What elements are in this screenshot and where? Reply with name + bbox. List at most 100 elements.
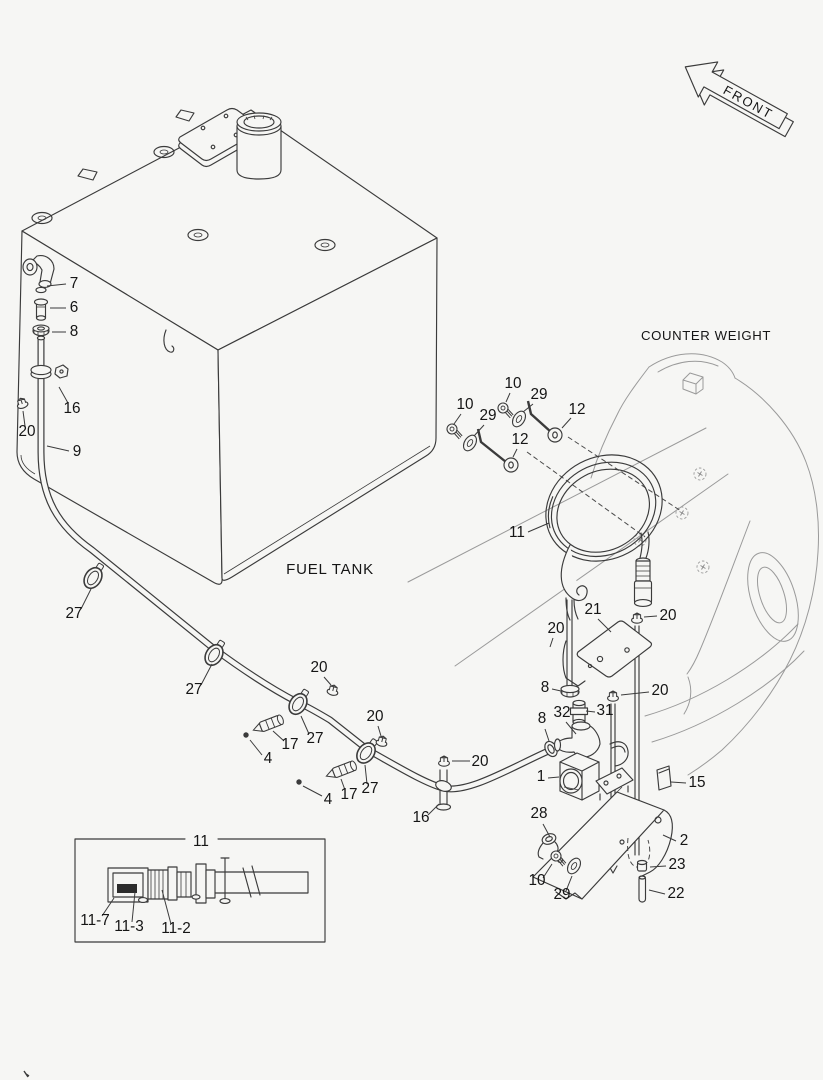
- callout-leader-11-7: [101, 897, 115, 917]
- callout-leader-11-2: [161, 889, 172, 925]
- tank-filler-neck: [236, 112, 282, 180]
- callout-12: 12: [511, 431, 528, 448]
- callout-leader-27: [300, 715, 310, 735]
- elbow-32: [553, 721, 601, 758]
- callout-leader-2: [662, 834, 677, 842]
- callout-leader-4: [249, 739, 263, 756]
- nozzle-window: [117, 884, 137, 893]
- callout-29: 29: [479, 407, 496, 424]
- callout-leader-15: [670, 781, 687, 784]
- counterweight-block: [682, 372, 704, 395]
- callout-17: 17: [281, 736, 298, 753]
- callout-11-3: 11-3: [114, 918, 143, 935]
- callout-11: 11: [193, 833, 209, 850]
- bracket-2: [532, 786, 673, 900]
- callout-9: 9: [73, 443, 82, 460]
- pump-1: [559, 752, 600, 801]
- callout-leader-29: [473, 424, 485, 437]
- callout-leader-32: [565, 721, 577, 735]
- callout-27: 27: [185, 681, 202, 698]
- callout-20: 20: [659, 607, 676, 624]
- plate-21: [562, 620, 653, 687]
- counter-weight-caption: COUNTER WEIGHT: [641, 328, 771, 343]
- callout-27: 27: [65, 605, 82, 622]
- callout-leader-9: [46, 445, 70, 452]
- callout-leader-20: [377, 725, 382, 737]
- bolt-20: [631, 612, 643, 624]
- callout-20: 20: [471, 753, 488, 770]
- callout-leader-10: [542, 863, 553, 879]
- callout-leader-31: [585, 710, 596, 713]
- bracket-15: [656, 765, 672, 791]
- callout-11-7: 11-7: [80, 912, 109, 929]
- detail-box-border: [74, 838, 326, 943]
- callout-15: 15: [688, 774, 705, 791]
- hook-12: [476, 428, 507, 463]
- callout-leader-27: [200, 663, 213, 686]
- seal-ring-7: [35, 286, 47, 294]
- hook-12: [526, 400, 552, 433]
- spacer-23: [636, 859, 648, 872]
- callout-8: 8: [538, 710, 547, 727]
- callout-leader-12: [512, 448, 518, 458]
- callout-2: 2: [680, 832, 689, 849]
- callout-20: 20: [310, 659, 327, 676]
- coiled-hose-11: [445, 400, 663, 621]
- callout-leader-17: [272, 730, 285, 742]
- callout-leader-4: [302, 785, 323, 797]
- callout-leader-29: [565, 875, 573, 892]
- tube-9-open-end: [36, 335, 46, 341]
- tank-top-caps: [31, 145, 336, 252]
- callout-22: 22: [667, 885, 684, 902]
- hook-12-disc: [503, 457, 519, 473]
- plug-4: [296, 779, 302, 785]
- nut-8: [560, 684, 580, 698]
- callout-4: 4: [324, 791, 333, 808]
- callout-leader-20: [643, 615, 658, 618]
- callout-12: 12: [568, 401, 585, 418]
- nut-8-tank: [32, 324, 50, 337]
- callout-29: 29: [530, 386, 547, 403]
- callout-27: 27: [361, 780, 378, 797]
- nozzle-detail-drawing: [107, 857, 309, 904]
- pin-22: [638, 875, 647, 903]
- callout-1: 1: [537, 768, 546, 785]
- callout-21: 21: [584, 601, 601, 618]
- callout-leader-20: [22, 410, 26, 427]
- callout-leader-22: [648, 889, 666, 895]
- callout-10: 10: [528, 872, 545, 889]
- bolt-20: [438, 755, 450, 767]
- callout-7: 7: [70, 275, 79, 292]
- callout-16: 16: [412, 809, 429, 826]
- callout-29: 29: [553, 886, 570, 903]
- callout-8: 8: [70, 323, 79, 340]
- callout-leader-20: [323, 676, 332, 686]
- callout-20: 20: [18, 423, 35, 440]
- callout-leader-8: [551, 688, 562, 692]
- pump-bracket: [595, 767, 634, 801]
- callout-leader-27: [364, 764, 368, 785]
- callout-leader-11-3: [131, 891, 136, 923]
- fitting-31: [569, 699, 589, 726]
- callout-leader-10: [453, 413, 462, 425]
- bolt-20: [607, 690, 619, 702]
- nozzle-end: [633, 557, 653, 607]
- callout-leader-12: [561, 417, 572, 429]
- callout-leader-29: [522, 403, 534, 413]
- plug-4: [243, 732, 249, 738]
- callout-20: 20: [651, 682, 668, 699]
- callout-leader-1: [547, 776, 560, 779]
- hanger-16: [435, 769, 452, 811]
- callout-leader-27: [80, 588, 92, 610]
- callout-8: 8: [541, 679, 550, 696]
- callout-leader-21: [597, 618, 612, 633]
- coil-loose-end: [560, 544, 588, 602]
- pump-assembly: [532, 741, 673, 903]
- callout-leader-11: [527, 522, 550, 533]
- callout-6: 6: [70, 299, 79, 316]
- callout-32: 32: [553, 704, 570, 721]
- callout-28: 28: [530, 805, 547, 822]
- callout-23: 23: [668, 856, 685, 873]
- fuel-tank-caption: FUEL TANK: [286, 561, 374, 578]
